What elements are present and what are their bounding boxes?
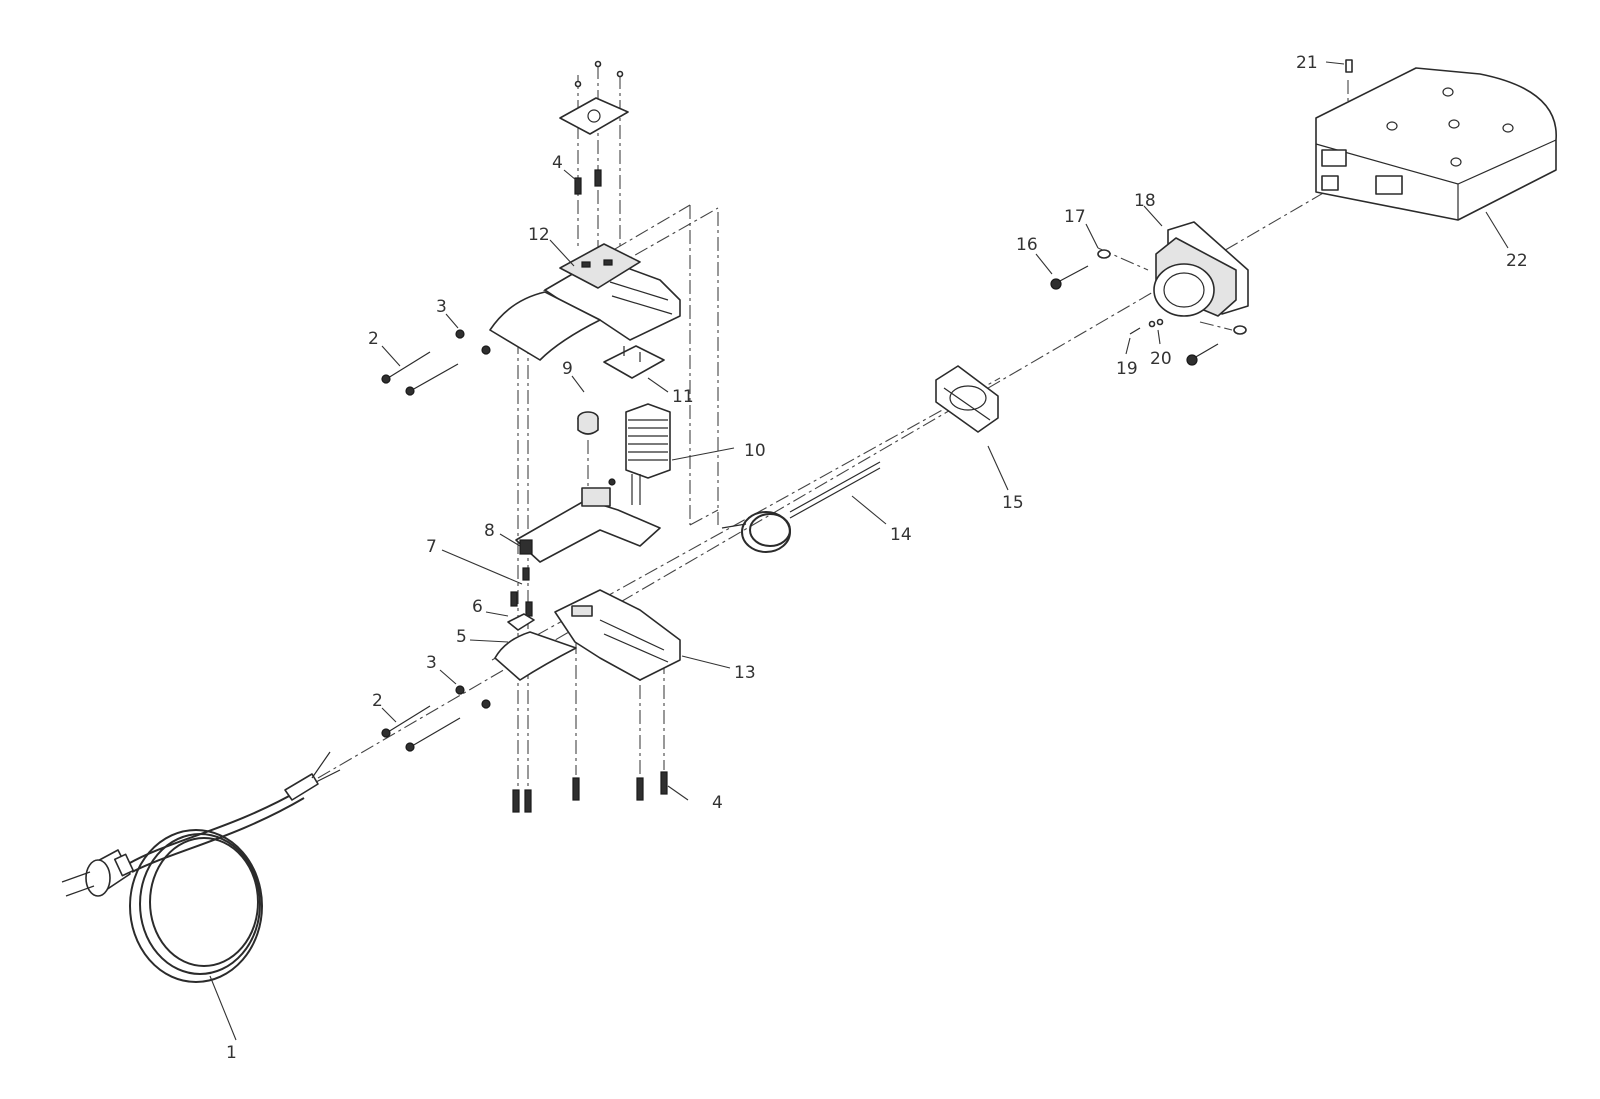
callout-10: 10 (744, 441, 766, 461)
callout-6: 6 (472, 597, 483, 617)
callout-3-upper: 3 (436, 297, 447, 317)
callout-4-upper: 4 (552, 153, 563, 173)
callout-11: 11 (672, 387, 694, 407)
lower-housing (494, 589, 681, 681)
callout-13: 13 (734, 663, 756, 683)
callout-18: 18 (1134, 191, 1156, 211)
callout-7: 7 (426, 537, 437, 557)
callout-2-upper: 2 (368, 329, 379, 349)
heat-sink (625, 403, 671, 505)
callout-14: 14 (890, 525, 912, 545)
heating-element (721, 461, 881, 553)
circuit-board (515, 478, 661, 563)
mounting-flange (1153, 221, 1249, 317)
callout-8: 8 (484, 521, 495, 541)
long-screws-lower (381, 705, 461, 752)
callout-22: 22 (1506, 251, 1528, 271)
upper-housing (489, 243, 681, 361)
knob (577, 411, 599, 435)
coupling-block (935, 365, 999, 433)
callout-21: 21 (1296, 53, 1318, 73)
power-cord (61, 751, 341, 983)
callout-9: 9 (562, 359, 573, 379)
plug (61, 849, 135, 897)
top-cover-plate (559, 60, 629, 135)
callout-17: 17 (1064, 207, 1086, 227)
pin (1345, 59, 1353, 73)
callout-labels: 1 2 2 3 3 4 4 5 6 7 8 9 10 11 12 13 14 1… (226, 53, 1528, 1063)
callout-15: 15 (1002, 493, 1024, 513)
small-fittings (507, 567, 535, 631)
callout-4-lower: 4 (712, 793, 723, 813)
callout-2-lower: 2 (372, 691, 383, 711)
assembly-axes (317, 65, 1349, 790)
long-screws-upper (381, 351, 459, 396)
nuts (455, 329, 491, 709)
callout-16: 16 (1016, 235, 1038, 255)
short-screws (512, 169, 668, 813)
base-plate (1315, 67, 1557, 221)
callout-5: 5 (456, 627, 467, 647)
callout-3-lower: 3 (426, 653, 437, 673)
callout-1: 1 (226, 1043, 237, 1063)
small-cover (603, 345, 665, 379)
flange-fasteners (1050, 249, 1247, 366)
callout-20: 20 (1150, 349, 1172, 369)
callout-12: 12 (528, 225, 550, 245)
leader-lines (209, 61, 1509, 1041)
callout-19: 19 (1116, 359, 1138, 379)
